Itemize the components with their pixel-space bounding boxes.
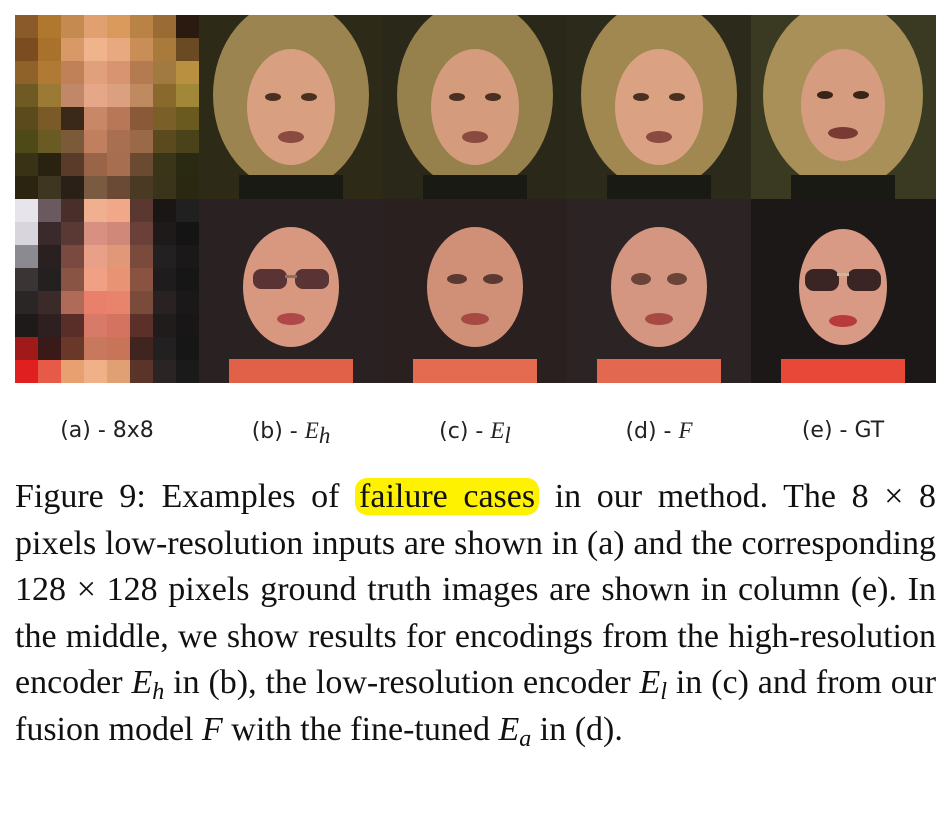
- column-label-d: (d) - F: [625, 418, 693, 444]
- ground-truth-woman: [751, 199, 936, 383]
- column-label-a: (a) - 8x8: [60, 418, 154, 443]
- lowres-input-man: [15, 15, 199, 199]
- result-eh-man: [199, 15, 383, 199]
- column-label-e: (e) - GT: [801, 418, 885, 443]
- ground-truth-man: [751, 15, 936, 199]
- column-label-c: (c) - El: [439, 418, 511, 449]
- result-el-woman: [383, 199, 567, 383]
- figure-number: Figure 9:: [15, 478, 146, 515]
- figure-caption: Figure 9: Examples of failure cases in o…: [15, 478, 937, 752]
- figure-image-grid: [15, 15, 936, 383]
- result-f-woman: [567, 199, 751, 383]
- column-labels: (a) - 8x8 (b) - Eh (c) - El (d) - F (e) …: [15, 418, 936, 458]
- result-eh-woman: [199, 199, 383, 383]
- highlighted-text: failure cases: [355, 478, 540, 515]
- lowres-input-woman: [15, 199, 199, 383]
- result-f-man: [567, 15, 751, 199]
- column-label-b: (b) - Eh: [251, 418, 331, 449]
- result-el-man: [383, 15, 567, 199]
